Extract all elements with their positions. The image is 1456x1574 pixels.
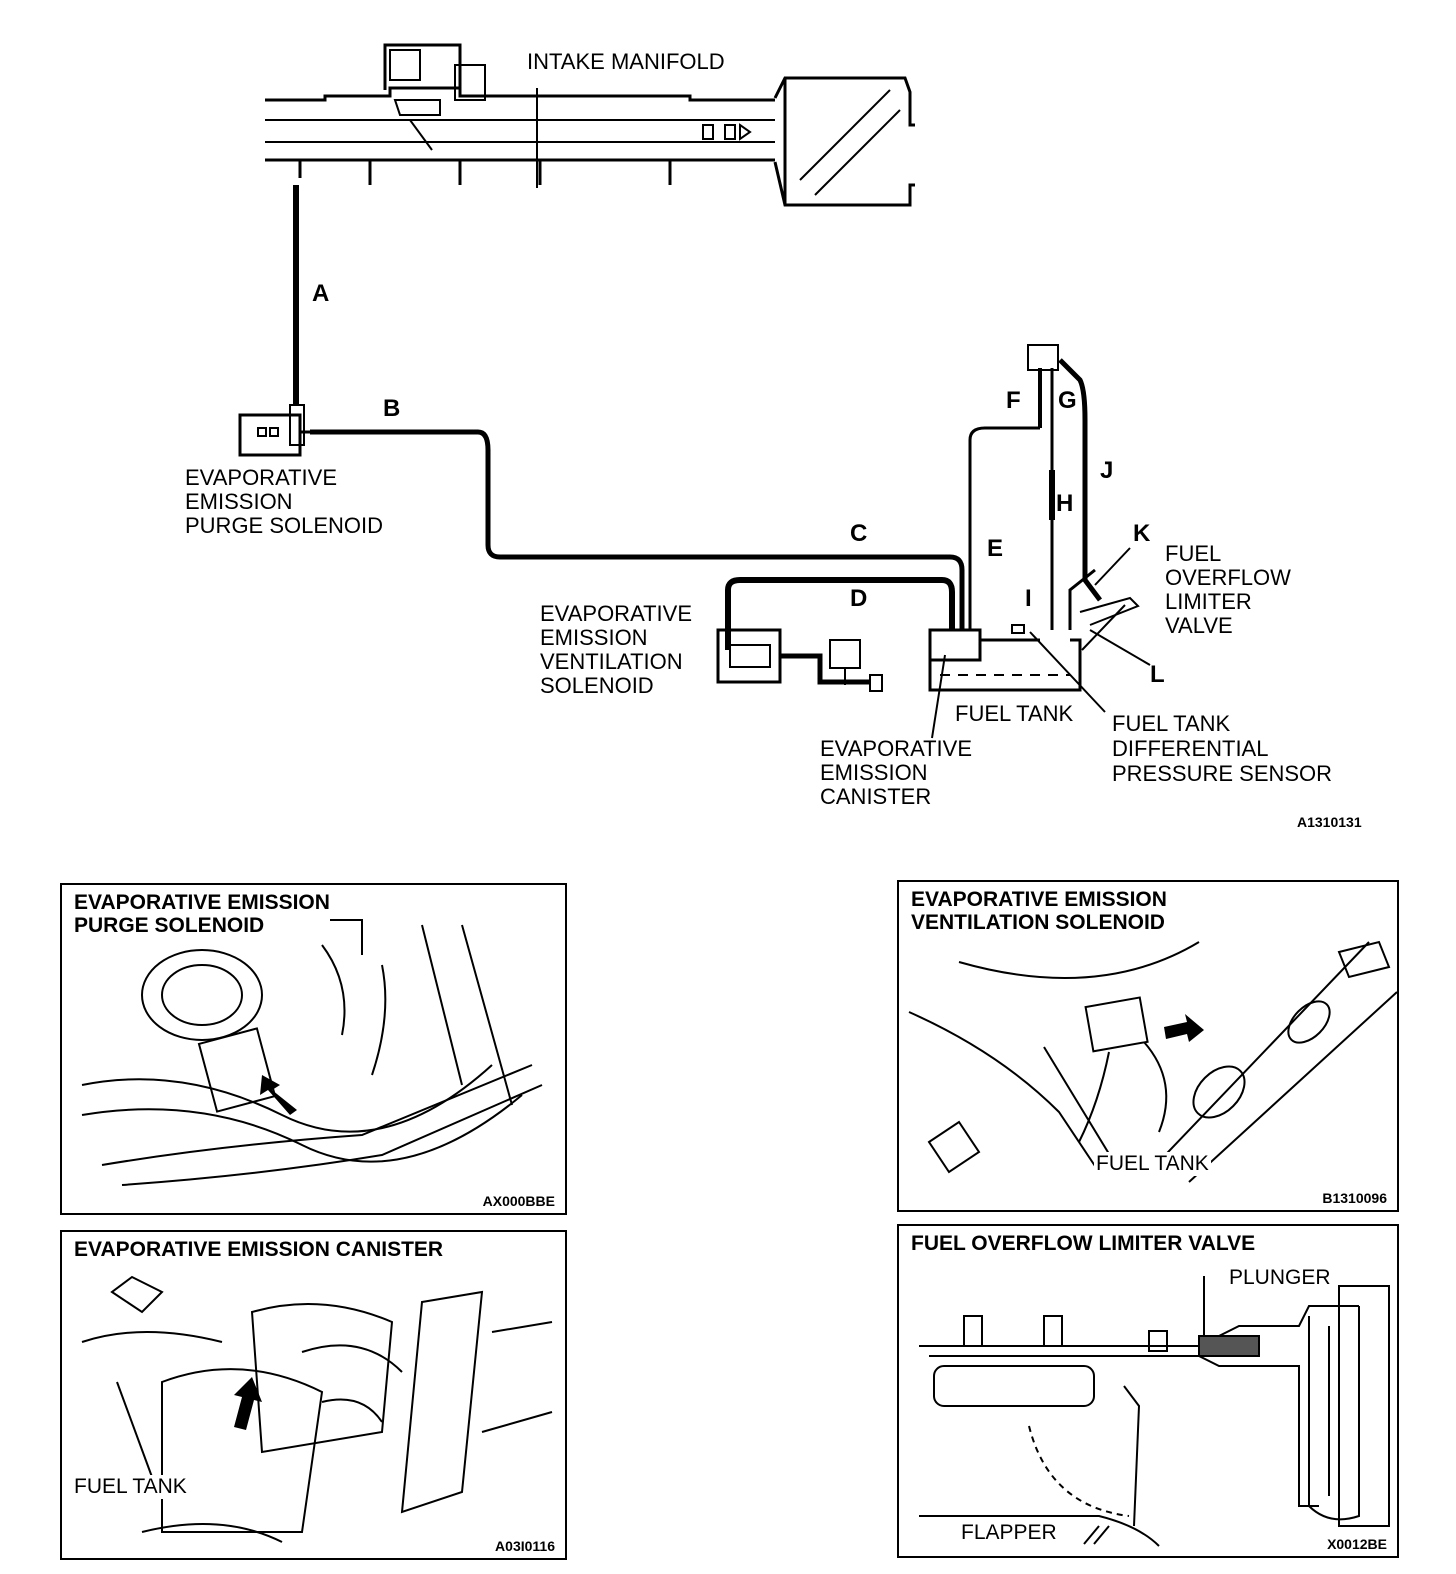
intake-manifold-drawing bbox=[265, 43, 915, 207]
panel-title: EVAPORATIVE EMISSION PURGE SOLENOID bbox=[74, 891, 330, 937]
pressure-sensor-label: FUEL TANK DIFFERENTIAL PRESSURE SENSOR bbox=[1112, 711, 1332, 786]
svg-text:SOLENOID: SOLENOID bbox=[540, 673, 654, 698]
hose-label-g: G bbox=[1058, 387, 1077, 414]
svg-text:VENTILATION: VENTILATION bbox=[540, 649, 683, 674]
ventilation-solenoid-illustration bbox=[908, 940, 1397, 1183]
ventilation-solenoid-label: EVAPORATIVE EMISSION VENTILATION SOLENOI… bbox=[540, 601, 692, 698]
svg-text:EVAPORATIVE: EVAPORATIVE bbox=[185, 465, 337, 490]
svg-text:EMISSION: EMISSION bbox=[540, 625, 648, 650]
overflow-valve-cross-section bbox=[919, 1276, 1390, 1547]
figure-code: A1310131 bbox=[1297, 814, 1362, 830]
hose-label-e: E bbox=[987, 535, 1003, 562]
svg-text:EMISSION: EMISSION bbox=[820, 760, 928, 785]
panel-code: AX000BBE bbox=[482, 1193, 555, 1209]
hose-b-c bbox=[310, 429, 965, 630]
flapper-label: FLAPPER bbox=[959, 1521, 1059, 1545]
svg-text:DIFFERENTIAL: DIFFERENTIAL bbox=[1112, 736, 1268, 761]
svg-text:LIMITER: LIMITER bbox=[1165, 589, 1252, 614]
evap-system-schematic: INTAKE MANIFOLD EVAPORATIVE EMISSION PUR… bbox=[185, 43, 1362, 830]
hose-d bbox=[725, 577, 955, 650]
panel-code: X0012BE bbox=[1327, 1536, 1387, 1552]
svg-text:FUEL: FUEL bbox=[1165, 541, 1221, 566]
hose-label-a: A bbox=[312, 280, 329, 307]
vacuum-hoses bbox=[293, 185, 1102, 650]
svg-text:OVERFLOW: OVERFLOW bbox=[1165, 565, 1291, 590]
hose-label-l: L bbox=[1150, 661, 1165, 688]
hose-label-i: I bbox=[1025, 585, 1032, 612]
panel-purge-solenoid: EVAPORATIVE EMISSION PURGE SOLENOID AX00… bbox=[60, 883, 567, 1215]
hose-label-d: D bbox=[850, 585, 867, 612]
fuel-tank-label: FUEL TANK bbox=[1094, 1152, 1211, 1176]
plunger-label: PLUNGER bbox=[1227, 1266, 1333, 1290]
hose-e-f bbox=[968, 426, 1040, 630]
hose-label-b: B bbox=[383, 395, 400, 422]
hose-label-f: F bbox=[1006, 387, 1021, 414]
purge-solenoid-label: EVAPORATIVE EMISSION PURGE SOLENOID bbox=[185, 465, 383, 538]
panel-title: EVAPORATIVE EMISSION VENTILATION SOLENOI… bbox=[911, 888, 1167, 934]
panel-canister: EVAPORATIVE EMISSION CANISTER FUEL TANK … bbox=[60, 1230, 567, 1560]
hose-g-j bbox=[1058, 358, 1102, 602]
panel-overflow-valve: FUEL OVERFLOW LIMITER VALVE PLUNGER FLAP… bbox=[897, 1224, 1399, 1558]
canister-label: EVAPORATIVE EMISSION CANISTER bbox=[820, 736, 972, 809]
fuel-tank-drawing bbox=[928, 344, 1140, 692]
hose-label-h: H bbox=[1056, 490, 1073, 517]
hose-label-k: K bbox=[1133, 520, 1151, 547]
svg-text:FUEL TANK: FUEL TANK bbox=[1112, 711, 1231, 736]
svg-text:EVAPORATIVE: EVAPORATIVE bbox=[820, 736, 972, 761]
hose-k bbox=[1068, 568, 1096, 630]
svg-text:PURGE SOLENOID: PURGE SOLENOID bbox=[185, 513, 383, 538]
location-arrow-icon bbox=[260, 1075, 297, 1115]
panel-code: B1310096 bbox=[1322, 1190, 1387, 1206]
panel-ventilation-solenoid: EVAPORATIVE EMISSION VENTILATION SOLENOI… bbox=[897, 880, 1399, 1212]
svg-text:CANISTER: CANISTER bbox=[820, 784, 931, 809]
svg-text:EVAPORATIVE: EVAPORATIVE bbox=[540, 601, 692, 626]
intake-manifold-label: INTAKE MANIFOLD bbox=[527, 49, 725, 74]
panel-code: A03I0116 bbox=[495, 1538, 555, 1554]
svg-text:VALVE: VALVE bbox=[1165, 613, 1233, 638]
overflow-valve-label: FUEL OVERFLOW LIMITER VALVE bbox=[1165, 541, 1291, 638]
fuel-tank-label: FUEL TANK bbox=[72, 1475, 189, 1499]
hose-label-c: C bbox=[850, 520, 867, 547]
panel-title: FUEL OVERFLOW LIMITER VALVE bbox=[911, 1232, 1256, 1255]
fuel-tank-label: FUEL TANK bbox=[955, 701, 1074, 726]
location-arrow-icon bbox=[234, 1377, 262, 1430]
hose-label-j: J bbox=[1100, 457, 1113, 484]
svg-text:EMISSION: EMISSION bbox=[185, 489, 293, 514]
ventilation-solenoid-drawing bbox=[716, 628, 883, 692]
panel-title: EVAPORATIVE EMISSION CANISTER bbox=[74, 1238, 444, 1261]
svg-text:PRESSURE SENSOR: PRESSURE SENSOR bbox=[1112, 761, 1332, 786]
canister-illustration bbox=[81, 1275, 553, 1543]
purge-solenoid-drawing bbox=[238, 404, 315, 457]
location-arrow-icon bbox=[1164, 1014, 1204, 1042]
purge-solenoid-illustration bbox=[81, 919, 543, 1186]
leader-lines bbox=[931, 547, 1151, 739]
